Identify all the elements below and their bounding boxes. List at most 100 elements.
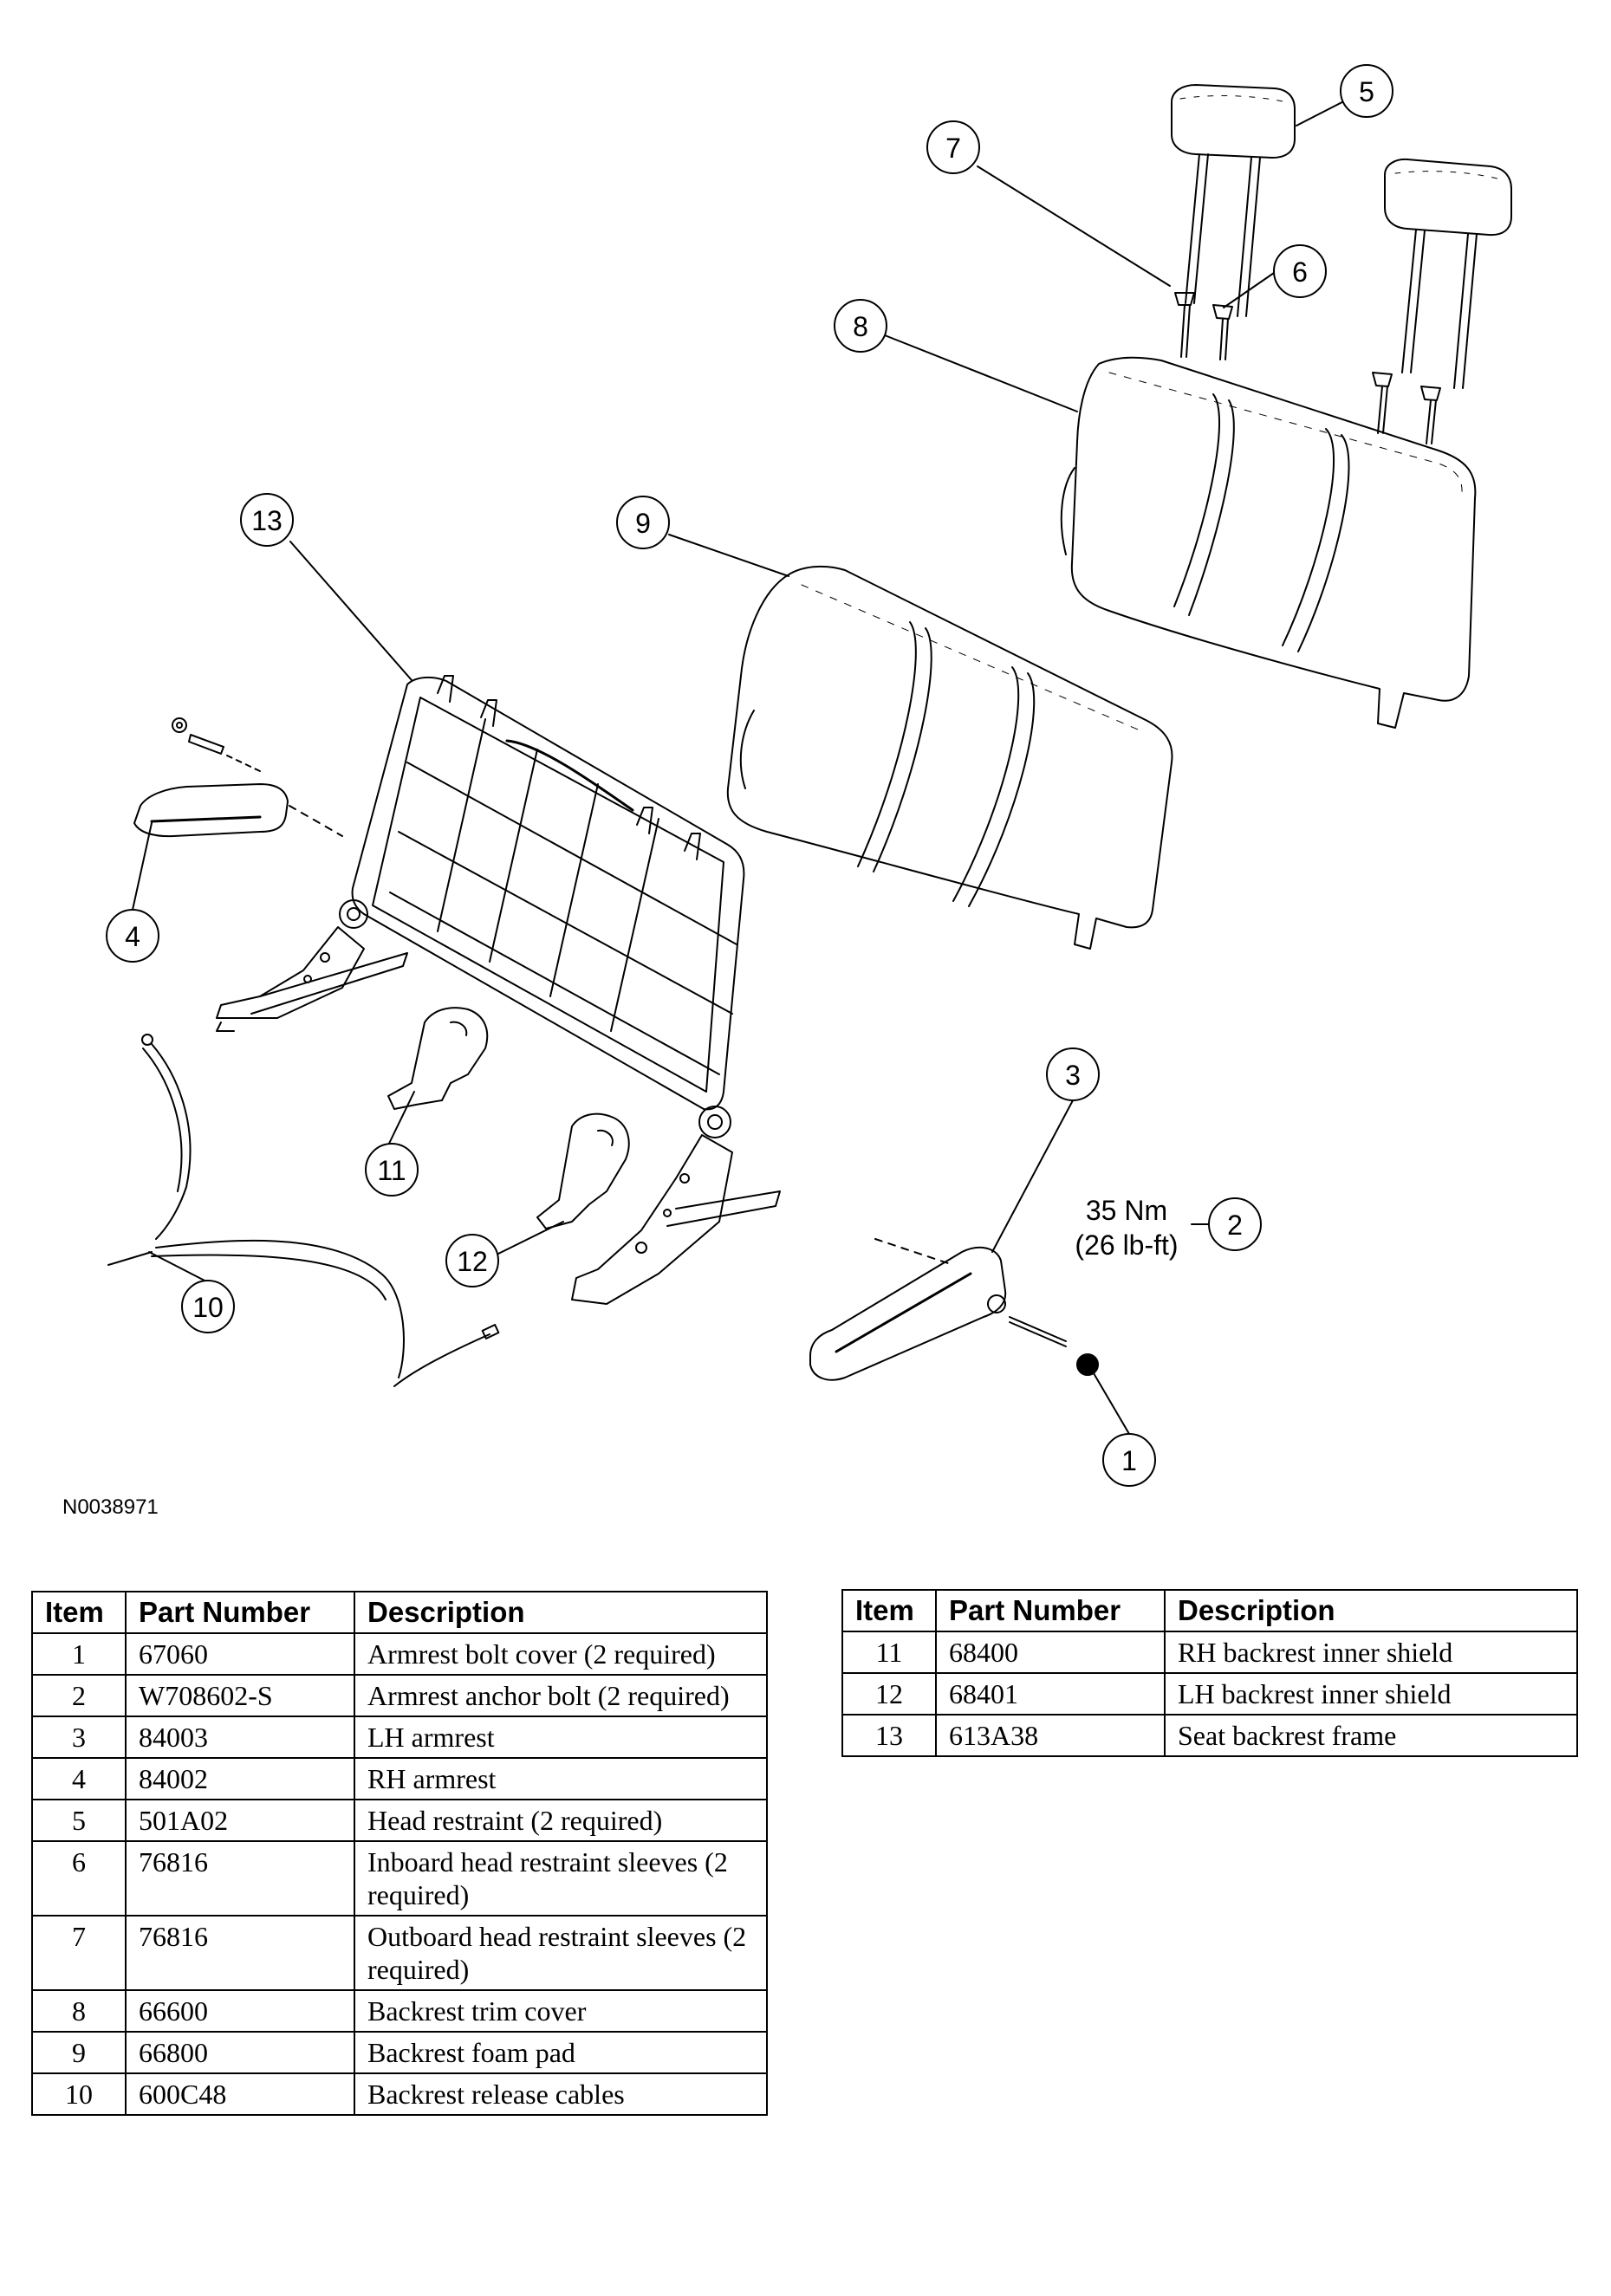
item-cell: 12 bbox=[841, 1672, 937, 1716]
description-cell: Outboard head restraint sleeves (2 requi… bbox=[354, 1915, 768, 1991]
callout-3: 3 bbox=[1046, 1047, 1100, 1101]
callout-8-label: 8 bbox=[853, 311, 868, 342]
head-restraint-right bbox=[1372, 158, 1512, 444]
callout-1-label: 1 bbox=[1121, 1445, 1137, 1476]
item-cell: 8 bbox=[31, 1989, 127, 2033]
callout-9: 9 bbox=[616, 496, 670, 549]
header-item: Item bbox=[31, 1591, 127, 1634]
description-cell: Backrest foam pad bbox=[354, 2031, 768, 2074]
header-part-number: Part Number bbox=[125, 1591, 355, 1634]
callout-6-label: 6 bbox=[1292, 256, 1308, 288]
item-cell: 1 bbox=[31, 1632, 127, 1676]
callout-3-label: 3 bbox=[1065, 1060, 1081, 1091]
description-cell: LH backrest inner shield bbox=[1164, 1672, 1578, 1716]
callout-13-label: 13 bbox=[251, 505, 283, 536]
callout-9-label: 9 bbox=[635, 508, 651, 539]
callout-10: 10 bbox=[181, 1280, 235, 1333]
callout-12: 12 bbox=[445, 1234, 499, 1287]
callout-2: 2 bbox=[1208, 1197, 1262, 1251]
lh-armrest bbox=[809, 1238, 1099, 1381]
part-number-cell: 501A02 bbox=[125, 1799, 355, 1842]
description-cell: RH armrest bbox=[354, 1757, 768, 1800]
item-cell: 13 bbox=[841, 1714, 937, 1757]
backrest-trim-cover bbox=[1060, 356, 1477, 729]
header-description: Description bbox=[354, 1591, 768, 1634]
callout-5-label: 5 bbox=[1359, 76, 1374, 107]
torque-spec-metric: 35 Nm bbox=[1086, 1195, 1167, 1226]
description-cell: Inboard head restraint sleeves (2 requir… bbox=[354, 1840, 768, 1917]
head-restraint-left bbox=[1171, 84, 1296, 360]
callout-8: 8 bbox=[834, 299, 887, 353]
callout-1: 1 bbox=[1102, 1433, 1156, 1487]
callout-5: 5 bbox=[1340, 64, 1393, 118]
callout-7: 7 bbox=[926, 120, 980, 174]
part-number-cell: 600C48 bbox=[125, 2072, 355, 2116]
header-item: Item bbox=[841, 1589, 937, 1632]
callout-2-label: 2 bbox=[1227, 1210, 1243, 1241]
part-number-cell: 76816 bbox=[125, 1840, 355, 1917]
item-cell: 9 bbox=[31, 2031, 127, 2074]
item-cell: 7 bbox=[31, 1915, 127, 1991]
description-cell: Head restraint (2 required) bbox=[354, 1799, 768, 1842]
part-number-cell: 68400 bbox=[935, 1631, 1166, 1674]
part-number-cell: 84003 bbox=[125, 1716, 355, 1759]
part-number-cell: 76816 bbox=[125, 1915, 355, 1991]
callout-4: 4 bbox=[106, 909, 159, 963]
item-cell: 2 bbox=[31, 1674, 127, 1717]
figure-id: N0038971 bbox=[62, 1495, 159, 1519]
description-cell: LH armrest bbox=[354, 1716, 768, 1759]
table-header-row: Item Part Number Description bbox=[31, 1591, 768, 1634]
header-part-number: Part Number bbox=[935, 1589, 1166, 1632]
item-cell: 4 bbox=[31, 1757, 127, 1800]
item-cell: 5 bbox=[31, 1799, 127, 1842]
item-cell: 3 bbox=[31, 1716, 127, 1759]
callout-6: 6 bbox=[1273, 244, 1327, 298]
item-cell: 11 bbox=[841, 1631, 937, 1674]
callout-7-label: 7 bbox=[945, 133, 961, 164]
description-cell: Armrest bolt cover (2 required) bbox=[354, 1632, 768, 1676]
callout-12-label: 12 bbox=[457, 1246, 488, 1277]
callout-balloons: 1 2 3 4 5 6 7 8 9 10 11 12 13 bbox=[106, 64, 1393, 1487]
description-cell: Backrest trim cover bbox=[354, 1989, 768, 2033]
backrest-foam-pad bbox=[726, 565, 1173, 950]
description-cell: RH backrest inner shield bbox=[1164, 1631, 1578, 1674]
lh-backrest-inner-shield bbox=[536, 1112, 630, 1229]
exploded-view-diagram: 35 Nm (26 lb-ft) 1 2 3 4 5 6 7 8 9 10 11… bbox=[106, 64, 1512, 1487]
callout-4-label: 4 bbox=[125, 921, 140, 952]
part-number-cell: 84002 bbox=[125, 1757, 355, 1800]
part-number-cell: 67060 bbox=[125, 1632, 355, 1676]
part-number-cell: 68401 bbox=[935, 1672, 1166, 1716]
item-cell: 6 bbox=[31, 1840, 127, 1917]
header-description: Description bbox=[1164, 1589, 1578, 1632]
description-cell: Backrest release cables bbox=[354, 2072, 768, 2116]
table-header-row: Item Part Number Description bbox=[841, 1589, 1578, 1632]
part-number-cell: 66600 bbox=[125, 1989, 355, 2033]
backrest-release-cables bbox=[107, 1034, 500, 1387]
callout-10-label: 10 bbox=[192, 1292, 224, 1323]
part-number-cell: W708602-S bbox=[125, 1674, 355, 1717]
callout-11-label: 11 bbox=[377, 1155, 406, 1186]
part-number-cell: 613A38 bbox=[935, 1714, 1166, 1757]
item-cell: 10 bbox=[31, 2072, 127, 2116]
rh-armrest bbox=[133, 717, 343, 838]
torque-spec-imperial: (26 lb-ft) bbox=[1075, 1229, 1178, 1261]
callout-11: 11 bbox=[365, 1143, 419, 1197]
rh-backrest-inner-shield bbox=[387, 1007, 489, 1110]
description-cell: Seat backrest frame bbox=[1164, 1714, 1578, 1757]
callout-13: 13 bbox=[240, 493, 294, 547]
description-cell: Armrest anchor bolt (2 required) bbox=[354, 1674, 768, 1717]
